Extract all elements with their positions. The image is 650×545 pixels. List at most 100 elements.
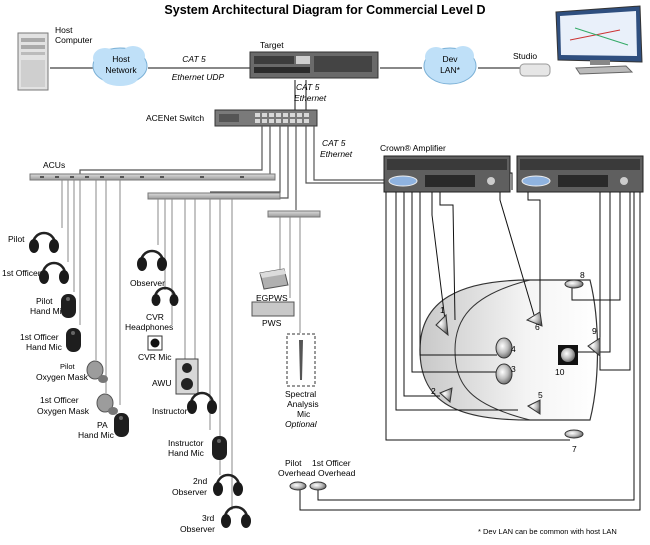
speaker-number-6: 6 (535, 322, 540, 332)
first-officer-oxygen-mask-label-2: Oxygen Mask (37, 406, 90, 416)
ethernet-label-c: Ethernet (320, 149, 353, 159)
studio-label: Studio (513, 51, 537, 61)
speaker-2-icon (439, 387, 453, 403)
cat5-label-c: CAT 5 (322, 138, 346, 148)
crown-amplifier-label: Crown® Amplifier (380, 143, 446, 153)
third-observer-label-2: Observer (180, 524, 215, 534)
second-observer-headset-icon (213, 473, 243, 496)
second-observer-label-2: Observer (172, 487, 207, 497)
first-officer-overhead-label-2: Overhead (318, 468, 356, 478)
third-observer-label-1: 3rd (202, 513, 215, 523)
cvr-headphones-icon (151, 286, 179, 306)
pilot-overhead-label-1: Pilot (285, 458, 302, 468)
pilot-oxygen-mask-icon (86, 360, 108, 383)
host-computer-icon (17, 32, 49, 91)
speaker-number-8: 8 (580, 270, 585, 280)
first-officer-hand-mic-label-1: 1st Officer (20, 332, 59, 342)
speaker-number-2: 2 (431, 386, 436, 396)
speaker-1-icon (435, 313, 449, 337)
speaker-8-icon (564, 279, 584, 289)
instructor-hand-mic-icon (212, 436, 227, 460)
speaker-number-5: 5 (538, 390, 543, 400)
pilot-headset-icon (29, 231, 59, 253)
instructor-hand-mic-label-2: Hand Mic (168, 448, 205, 458)
first-officer-hand-mic-icon (66, 328, 81, 352)
pa-hand-mic-label-1: PA (97, 420, 108, 430)
host-network-label-2: Network (105, 65, 137, 75)
first-officer-label: 1st Officer (2, 268, 41, 278)
first-officer-headset-icon (39, 261, 69, 284)
pilot-overhead-speaker-icon (289, 481, 307, 491)
first-officer-overhead-label-1: 1st Officer (312, 458, 351, 468)
host-network-cloud-icon (92, 46, 148, 86)
first-officer-overhead-speaker-icon (309, 481, 327, 491)
speaker-10-icon (558, 345, 578, 365)
host-network-label-1: Host (112, 54, 130, 64)
speaker-number-10: 10 (555, 367, 565, 377)
pilot-hand-mic-icon (61, 294, 76, 318)
cvr-headphones-label-2: Headphones (125, 322, 173, 332)
pilot-hand-mic-label-1: Pilot (36, 296, 53, 306)
host-computer-label-2: Computer (55, 35, 92, 45)
pilot-hand-mic-label-2: Hand Mic (30, 306, 67, 316)
third-observer-headset-icon (221, 505, 251, 528)
ethernet-label-b: Ethernet (294, 93, 327, 103)
first-officer-oxygen-mask-icon (96, 393, 118, 415)
crown-amplifier-1-icon (383, 155, 511, 193)
acenet-switch-icon (214, 109, 318, 127)
spectral-mic-icon (286, 333, 316, 387)
cvr-mic-icon (147, 335, 163, 351)
speaker-5-icon (527, 399, 541, 415)
crown-amplifier-2-icon (516, 155, 644, 193)
speaker-wiring (299, 192, 641, 511)
speaker-number-1: 1 (440, 305, 445, 315)
speaker-7-icon (564, 429, 584, 439)
speaker-number-7: 7 (572, 444, 577, 454)
cat5-label-b: CAT 5 (296, 82, 320, 92)
host-computer-label-1: Host (55, 25, 73, 35)
acu-strip-2 (147, 192, 281, 200)
first-officer-hand-mic-label-2: Hand Mic (26, 342, 63, 352)
studio-workstation-icon (519, 5, 643, 77)
ethernet-udp-label: Ethernet UDP (172, 72, 225, 82)
speaker-6-icon (525, 311, 543, 327)
target-label: Target (260, 40, 284, 50)
spectral-mic-label-3: Mic (297, 409, 311, 419)
spectral-mic-label-2: Analysis (287, 399, 319, 409)
awu-label: AWU (152, 378, 172, 388)
speaker-number-3: 3 (511, 364, 516, 374)
dev-lan-cloud-icon (423, 46, 477, 85)
pa-hand-mic-icon (114, 413, 129, 437)
pws-label: PWS (262, 318, 282, 328)
acu-drop-lines (61, 180, 301, 510)
dev-lan-label-1: Dev (442, 54, 458, 64)
instructor-headset-icon (187, 391, 217, 414)
cat5-label-a: CAT 5 (182, 54, 206, 64)
pws-box (251, 301, 295, 317)
page-title: System Architectural Diagram for Commerc… (164, 3, 485, 17)
second-observer-label-1: 2nd (193, 476, 207, 486)
footnote: * Dev LAN can be common with host LAN (478, 527, 617, 536)
pilot-oxygen-mask-label-1: Pilot (60, 362, 76, 371)
target-server-icon (249, 51, 379, 79)
pilot-label: Pilot (8, 234, 25, 244)
pilot-oxygen-mask-label-2: Oxygen Mask (36, 372, 89, 382)
spectral-mic-label-1: Spectral (285, 389, 316, 399)
instructor-hand-mic-label-1: Instructor (168, 438, 204, 448)
speaker-4-icon (495, 337, 513, 359)
egpws-unit-icon (259, 268, 289, 290)
awu-icon (175, 358, 199, 395)
acu-strip-3 (267, 210, 321, 218)
pa-hand-mic-label-2: Hand Mic (78, 430, 115, 440)
speaker-number-9: 9 (592, 326, 597, 336)
first-officer-oxygen-mask-label-1: 1st Officer (40, 395, 79, 405)
egpws-label: EGPWS (256, 293, 288, 303)
dev-lan-label-2: LAN* (440, 65, 461, 75)
instructor-label: Instructor (152, 406, 188, 416)
network-links (50, 67, 520, 110)
acus-label: ACUs (43, 160, 65, 170)
cvr-mic-label: CVR Mic (138, 352, 172, 362)
speaker-number-4: 4 (511, 344, 516, 354)
acenet-switch-label: ACENet Switch (146, 113, 204, 123)
